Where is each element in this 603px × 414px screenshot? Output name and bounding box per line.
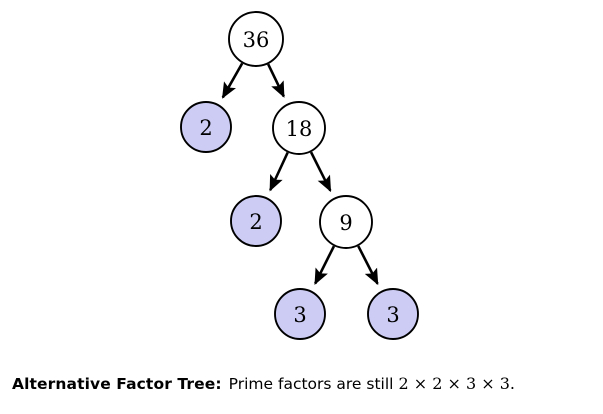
tree-edge-n36-n18 [267, 63, 285, 98]
tree-node-2-n2b: 2 [230, 195, 282, 247]
node-label-n3b: 3 [386, 303, 399, 327]
node-circle-n2b [230, 195, 282, 247]
tree-edge-n36-n2a [221, 62, 244, 99]
caption-math-expression: 2 × 2 × 3 × 3. [398, 374, 516, 393]
factor-tree-graphic: 36 2 18 2 9 3 3 [180, 11, 419, 340]
caption-text: Prime factors are still [228, 375, 394, 393]
node-label-n3a: 3 [293, 303, 306, 327]
caption: Alternative Factor Tree: Prime factors a… [12, 374, 597, 400]
node-circle-n3b [367, 288, 419, 340]
tree-node-18-n18: 18 [272, 101, 326, 155]
tree-edge-n9-n3a [314, 245, 336, 285]
node-circle-n18 [272, 101, 326, 155]
tree-node-36-n36: 36 [228, 11, 284, 67]
tree-edge-n9-n3b [357, 245, 379, 286]
node-circle-n3a [274, 288, 326, 340]
node-label-n2a: 2 [199, 116, 212, 140]
node-label-n2b: 2 [249, 210, 262, 234]
node-circle-n9 [319, 195, 373, 249]
node-label-n36: 36 [243, 28, 270, 52]
tree-node-3-n3a: 3 [274, 288, 326, 340]
tree-edge-n18-n2b [269, 151, 289, 192]
caption-label: Alternative Factor Tree: [12, 375, 222, 393]
tree-node-9-n9: 9 [319, 195, 373, 249]
node-label-n18: 18 [286, 117, 313, 141]
node-label-n9: 9 [339, 211, 352, 235]
tree-node-2-n2a: 2 [180, 101, 232, 153]
tree-node-3-n3b: 3 [367, 288, 419, 340]
nodes-group: 36 2 18 2 9 3 3 [180, 11, 419, 340]
tree-edge-n18-n9 [309, 151, 332, 193]
node-circle-n36 [228, 11, 284, 67]
edges-group [221, 62, 379, 286]
node-circle-n2a [180, 101, 232, 153]
